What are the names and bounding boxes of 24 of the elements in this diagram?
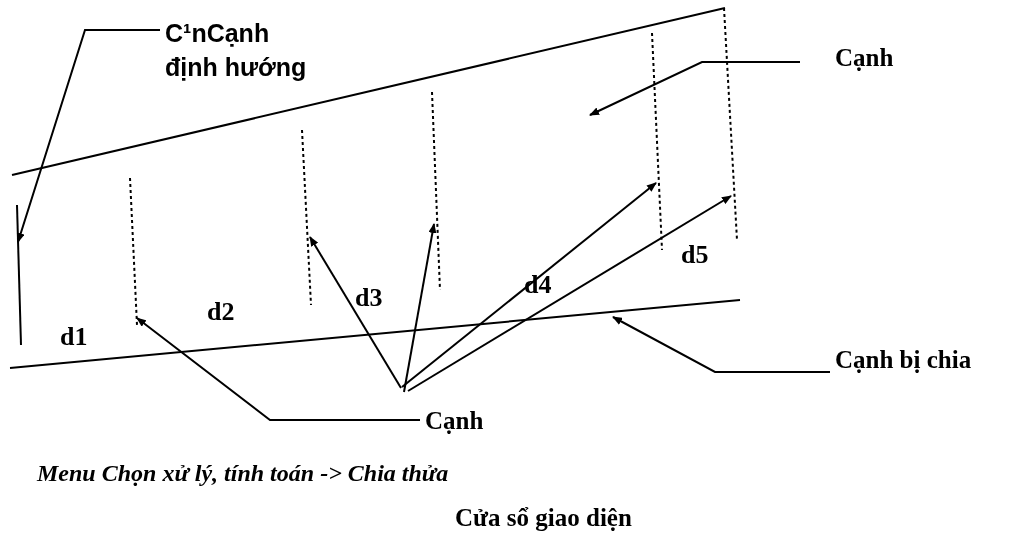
dotted-line (300, 128, 313, 307)
arrow (407, 195, 732, 392)
arrow (403, 223, 437, 393)
arrow (309, 236, 402, 389)
callout-text: Cạnh (425, 407, 484, 435)
callout-text: C¹nCạnh định hướng (165, 16, 325, 84)
section-label: d1 (60, 322, 88, 352)
menu-path-text: Menu Chọn xử lý, tính toán -> Chia thửa (37, 460, 449, 487)
leader-line (136, 317, 421, 421)
directed-edge-line (15, 203, 23, 347)
dotted-line (128, 176, 139, 327)
callout-text: Cạnh bị chia (835, 346, 972, 374)
dotted-line (722, 6, 739, 242)
section-label: d2 (207, 297, 235, 327)
section-label: d4 (524, 270, 552, 300)
section-label: d3 (355, 283, 383, 313)
arrow (401, 182, 657, 388)
leader-line (589, 61, 801, 116)
leader-line (612, 316, 831, 373)
leader-line (16, 29, 161, 243)
section-label: d5 (681, 240, 709, 270)
dotted-line (650, 31, 664, 252)
callout-text: Cạnh (835, 44, 894, 72)
caption: Cửa sổ giao diện (455, 504, 632, 532)
